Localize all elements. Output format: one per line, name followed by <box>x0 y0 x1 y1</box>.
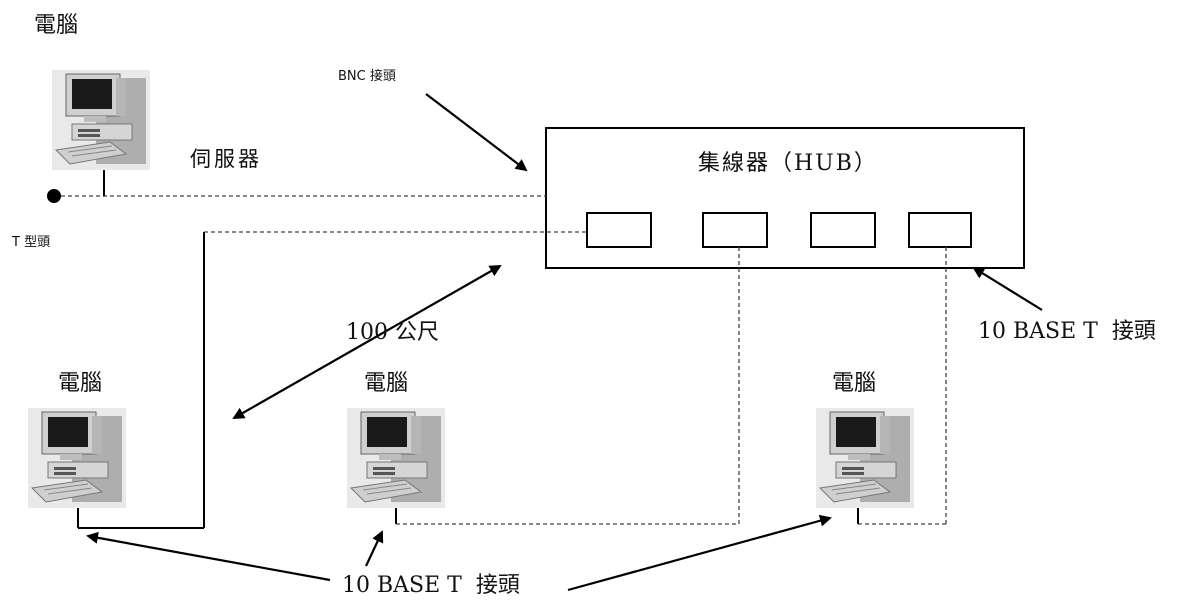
tenbase-right-arrow <box>972 266 1043 311</box>
t-connector-label: T 型頭 <box>11 235 50 250</box>
tenbase-right-label: 10 BASE T 接頭 <box>978 319 1156 344</box>
tenbase-left-arrow <box>86 531 331 582</box>
bnc-arrow <box>425 93 528 172</box>
pc-middle-icon <box>346 407 446 509</box>
tenbase-middle-arrow <box>365 530 384 567</box>
pc-right-label: 電腦 <box>832 371 876 396</box>
t-connector-dot <box>47 189 61 203</box>
hub-port-1 <box>586 212 652 248</box>
pc-top-icon <box>51 69 151 171</box>
pc-middle-label: 電腦 <box>364 371 408 396</box>
bnc-connector-label: BNC 接頭 <box>338 68 396 84</box>
distance-label: 100 公尺 <box>346 320 439 345</box>
tenbase-right-bottom-arrow <box>567 514 832 592</box>
pc-left-icon <box>27 407 127 509</box>
distance-arrow <box>232 265 502 419</box>
hub-label: 集線器（HUB） <box>698 151 878 176</box>
pc-right-icon <box>815 407 915 509</box>
hub-port-3 <box>810 212 876 248</box>
pc-top-label: 電腦 <box>34 13 78 38</box>
server-label: 伺服器 <box>190 147 262 171</box>
hub-port-2 <box>702 212 768 248</box>
pc-left-label: 電腦 <box>58 371 102 396</box>
tenbase-bottom-label: 10 BASE T 接頭 <box>342 573 520 598</box>
hub-port-4 <box>908 212 972 248</box>
